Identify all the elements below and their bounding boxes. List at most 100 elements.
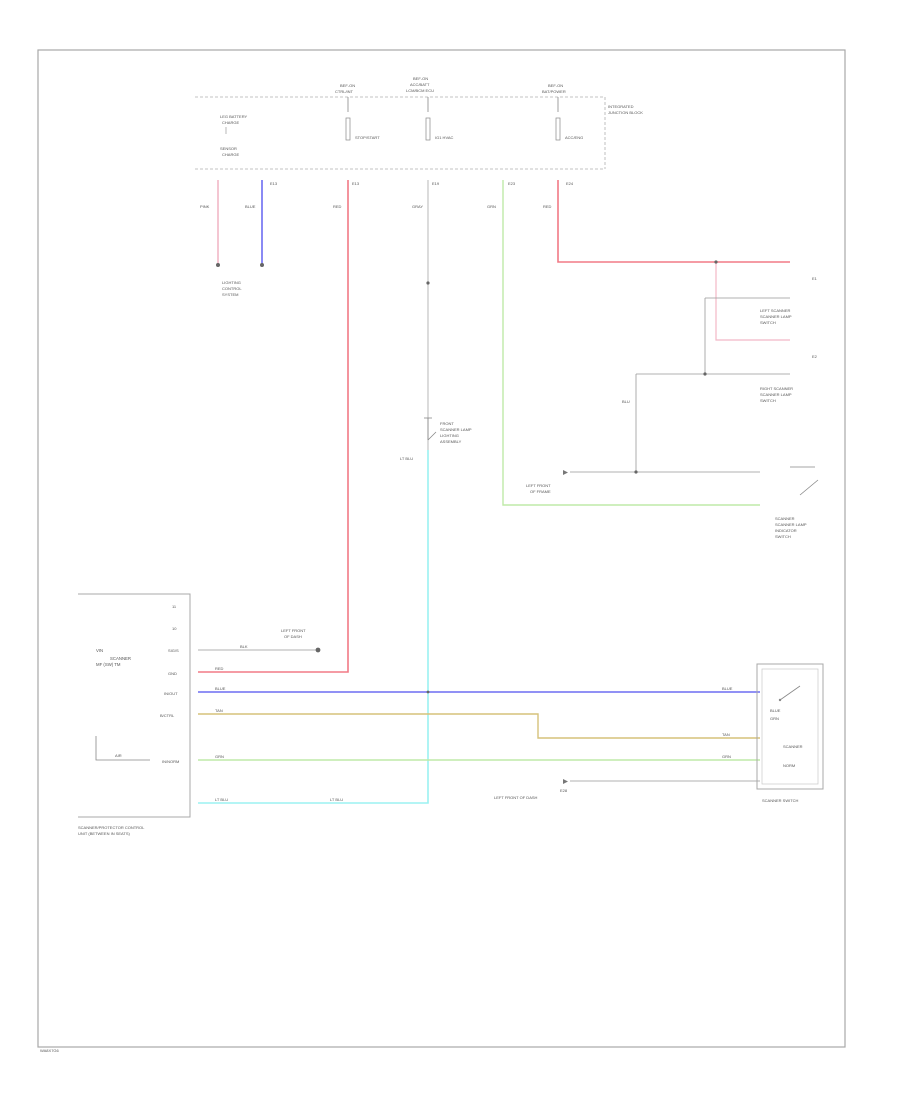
lamp-right-1: LEFT SCANNER [760,308,790,313]
right-lamp-switches: E1 LEFT SCANNER SCANNER LAMP SWITCH E2 R… [526,276,819,539]
fuse-right-sub: BAT/POWER [542,89,566,94]
module-label-2: JUNCTION BLOCK [608,110,643,115]
bw-blue-r: BLUE [722,686,733,691]
bw-ground: BLK [240,644,248,649]
junction-label-3: SYSTEM [222,292,238,297]
ecu-title-2: MF (SW) TM [96,662,121,667]
connector-c5: E24 [566,181,574,186]
node-a: E1 [812,276,818,281]
wire-label-red: RED [333,204,342,209]
fuse-3-label: ACC/ENG [565,135,583,140]
bw-cyan-2: LT BLU [330,797,343,802]
bottom-ground-label: LEFT FRONT OF DASH [494,795,538,800]
wire-label-blue: BLUE [245,204,256,209]
internal-label-1: LEG BATTERY [220,114,248,119]
fuse-mid-sub: ACC/BATT [410,82,430,87]
sw-label-3: INDICATOR [775,528,797,533]
internal-label-3: SENSOR [220,146,237,151]
fuse-right-title: BEF-ON [548,83,563,88]
bw-green: GRN [215,754,224,759]
connector-row: E13 E13 E19 E23 E24 PINK BLUE RED GRAY G… [200,181,574,209]
bw-tan-r: TAN [722,732,730,737]
ecu-pin-4: GND [168,671,177,676]
fuse-mid-title: BEF-ON [413,76,428,81]
mid-lamp-2: SCANNER LAMP [440,427,472,432]
internal-label-2: CHARGE [222,120,239,125]
wire-bottom-label: LT BLU [400,456,413,461]
connector-c1: E13 [270,181,278,186]
internal-label-4: CHARGE [222,152,239,157]
ground-right-2: OF FRAME [530,489,551,494]
ground-right-1: LEFT FRONT [526,483,551,488]
module-label-1: INTEGRATED [608,104,634,109]
bw-tan: TAN [215,708,223,713]
connector-c2: E13 [352,181,360,186]
fuse-left-title: BEF-ON [340,83,355,88]
connector-c4: E23 [508,181,516,186]
ecu-caption-1: SCANNER/PROTECTOR CONTROL [78,825,145,830]
splice-points [216,260,718,694]
small-wire-label: BLU [622,399,630,404]
ecu-pin-1: 11 [172,604,177,609]
switch-caption: SCANNER SWITCH [762,798,799,803]
connector-c3: E19 [432,181,440,186]
bw-cyan: LT BLU [215,797,228,802]
mid-right-2: SCANNER LAMP [760,392,792,397]
wire-red-branch [715,262,790,341]
wire-green-right [502,180,760,506]
wire-cyan-main [198,450,429,804]
wire-red-right [557,180,790,263]
switch-label-2: GRN [770,716,779,721]
bw-blue: BLUE [215,686,226,691]
ecu-pin-2: 10 [172,626,177,631]
fuse-1-symbol [345,117,351,141]
switch-label-1: BLUE [770,708,781,713]
diagram-frame [37,49,846,1048]
wire-label-gray: GRAY [412,204,423,209]
junction-block: BEF-ON CTRL/INT BEF-ON ACC/BATT LCM/BCM … [195,76,643,170]
front-scanner-lamp: FRONT SCANNER LAMP LIGHTING ASSEMBLY LT … [400,417,472,461]
sw-label-1: SCANNER [775,516,795,521]
ecu-box-label: AIR [115,753,122,758]
wire-gray-lamp-2 [570,374,637,473]
fuse-mid-sub2: LCM/BCM ECU [406,88,434,93]
wire-label-pink: PINK [200,204,210,209]
junction-label-1: LIGHTING [222,280,241,285]
bottom-ground-tag: E28 [560,788,568,793]
bw-green-r: GRN [722,754,731,759]
wires [198,180,790,804]
ecu-title-1: SCANNER [110,656,131,661]
fuse-left-sub: CTRL/INT [335,89,354,94]
ecu-title-3: VIN [96,648,103,653]
wire-label-redb: RED [543,204,552,209]
switch-label-3: SCANNER [783,744,803,749]
ecu-ground-1: LEFT FRONT [281,628,306,633]
fuse-2-label: IG1 HVAC [435,135,453,140]
switch-label-4: NORM [783,763,795,768]
wire-tan-bottom [198,713,760,739]
fuse-3-symbol [555,117,561,141]
ecu-pin-3: SIG/S [168,648,179,653]
ecu-pin-5: IN/OUT [164,691,178,696]
scanner-control-unit: SCANNER MF (SW) TM VIN AIR SCANNER/PROTE… [78,593,306,836]
bottom-ground: E28 LEFT FRONT OF DASH [494,779,568,800]
sw-label-2: SCANNER LAMP [775,522,807,527]
ecu-ground-2: OF DASH [284,634,302,639]
mid-right-3: SWITCH [760,398,776,403]
fuse-2-symbol [425,117,431,141]
junction-label-2: CONTROL [222,286,242,291]
bottom-wire-labels: RED BLUE TAN GRN LT BLU LT BLU BLK GRN B… [215,644,733,802]
bw-red: RED [215,666,224,671]
mid-right-1: RIGHT SCANNER [760,386,793,391]
fuse-1-label: STOP/START [355,135,380,140]
ecu-pin-7: IN/NORM [162,759,179,764]
mid-lamp-1: FRONT [440,421,454,426]
mid-lamp-4: ASSEMBLY [440,439,462,444]
lamp-right-3: SWITCH [760,320,776,325]
scanner-switch: BLUE GRN SCANNER NORM SCANNER SWITCH [756,663,824,803]
wire-red-main [198,180,349,673]
footer-code: WA8X7G6 [40,1048,60,1053]
ecu-pin-6: B/CTRL [160,713,175,718]
node-b: E2 [812,354,818,359]
